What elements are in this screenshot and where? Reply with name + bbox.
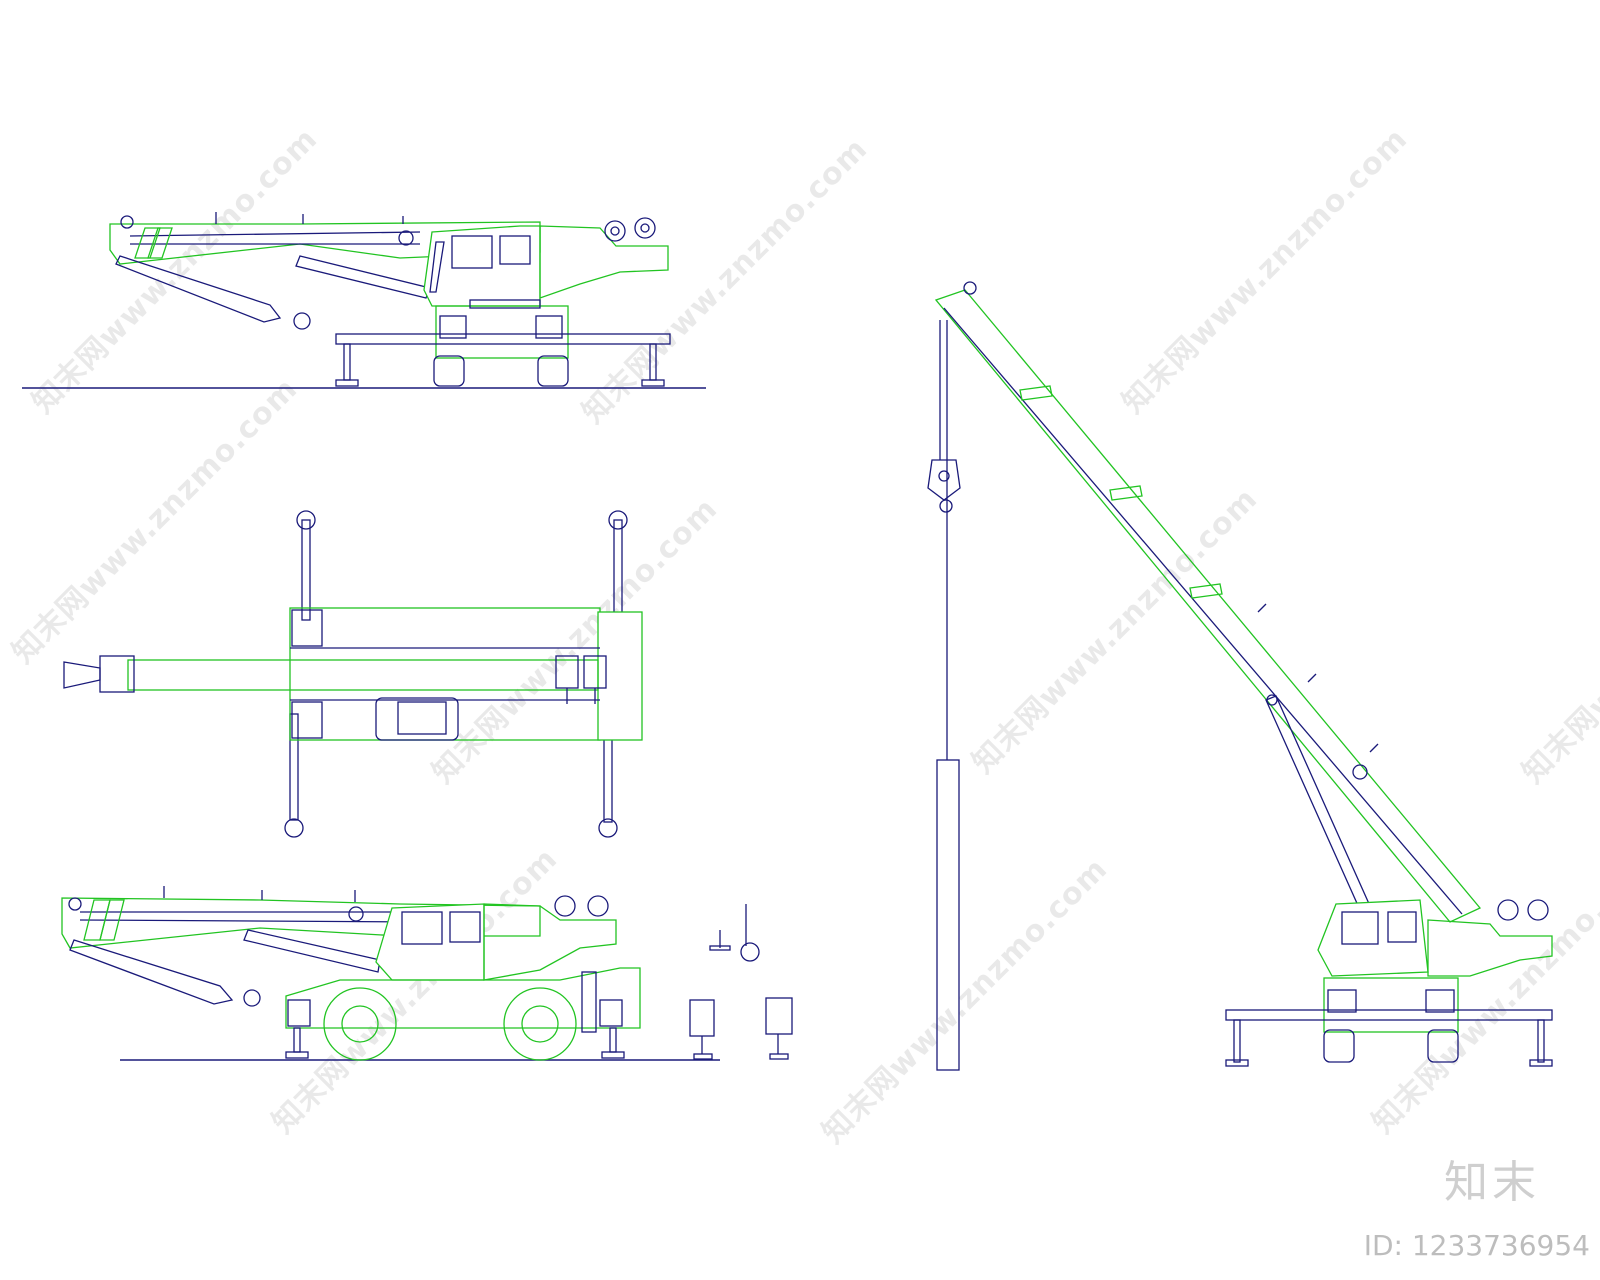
- outrigger-leg: [301, 519, 311, 621]
- outrigger-leg: [613, 519, 623, 615]
- winch-drum: [1527, 899, 1549, 921]
- outrigger-pad: [1225, 1059, 1249, 1067]
- outrigger-beam: [1225, 1009, 1553, 1021]
- carrier-body: [289, 607, 601, 741]
- wheel: [1323, 1029, 1355, 1063]
- outrigger-pad: [641, 379, 665, 387]
- boom-tip-sheave: [120, 215, 134, 229]
- side-view-raised: [927, 281, 1553, 1071]
- plan-view: [63, 510, 643, 838]
- boom: [109, 221, 541, 265]
- outrigger-pad: [1529, 1059, 1553, 1067]
- outrigger-beam: [335, 333, 671, 345]
- winch-drum: [587, 895, 609, 917]
- wheel: [433, 355, 465, 387]
- boom: [127, 659, 599, 691]
- boom: [934, 289, 1482, 923]
- carrier: [1323, 977, 1459, 1033]
- luffing-cylinder: [295, 255, 431, 299]
- hook: [243, 989, 261, 1007]
- image-id: ID: 1233736954: [1363, 1229, 1590, 1262]
- rear-counterweight: [597, 611, 643, 741]
- winch-drum: [634, 217, 656, 239]
- boom-head: [99, 655, 135, 693]
- outrigger-pad: [284, 818, 304, 838]
- outrigger-pad: [601, 1051, 625, 1059]
- boom-tip-sheave: [68, 897, 82, 911]
- superstructure: [1427, 919, 1553, 977]
- cab: [1317, 899, 1429, 977]
- wheel: [1427, 1029, 1459, 1063]
- winch-drum: [1497, 899, 1519, 921]
- side-view-bottom: [61, 886, 720, 1061]
- winch-drum: [554, 895, 576, 917]
- front-wheel: [323, 987, 397, 1061]
- luffing-cylinder: [243, 929, 381, 973]
- luffing-cylinder: [1265, 695, 1371, 911]
- carrier: [285, 967, 641, 1029]
- brand-logo: 知末: [1444, 1157, 1540, 1208]
- winch-drum: [555, 655, 579, 689]
- suspended-pile: [936, 759, 960, 1071]
- side-view-top: [22, 212, 706, 389]
- outrigger-leg: [289, 713, 299, 821]
- wheel: [537, 355, 569, 387]
- outrigger-pad: [335, 379, 359, 387]
- hook-arm: [115, 255, 282, 323]
- superstructure: [483, 903, 617, 981]
- detail-parts: [689, 904, 793, 1060]
- boom-tip-sheave: [963, 281, 977, 295]
- winch-drum: [604, 220, 626, 242]
- cab: [423, 225, 541, 307]
- hook-arm: [69, 939, 234, 1005]
- hook: [293, 312, 311, 330]
- hook: [939, 499, 953, 513]
- hook-block: [927, 459, 961, 501]
- outrigger-pad: [296, 510, 316, 530]
- outrigger-pad: [598, 818, 618, 838]
- outrigger-pad: [608, 510, 628, 530]
- cab: [375, 697, 459, 741]
- outrigger-pad: [285, 1051, 309, 1059]
- boom-tip: [63, 661, 101, 689]
- rear-wheel: [503, 987, 577, 1061]
- carrier: [435, 305, 569, 359]
